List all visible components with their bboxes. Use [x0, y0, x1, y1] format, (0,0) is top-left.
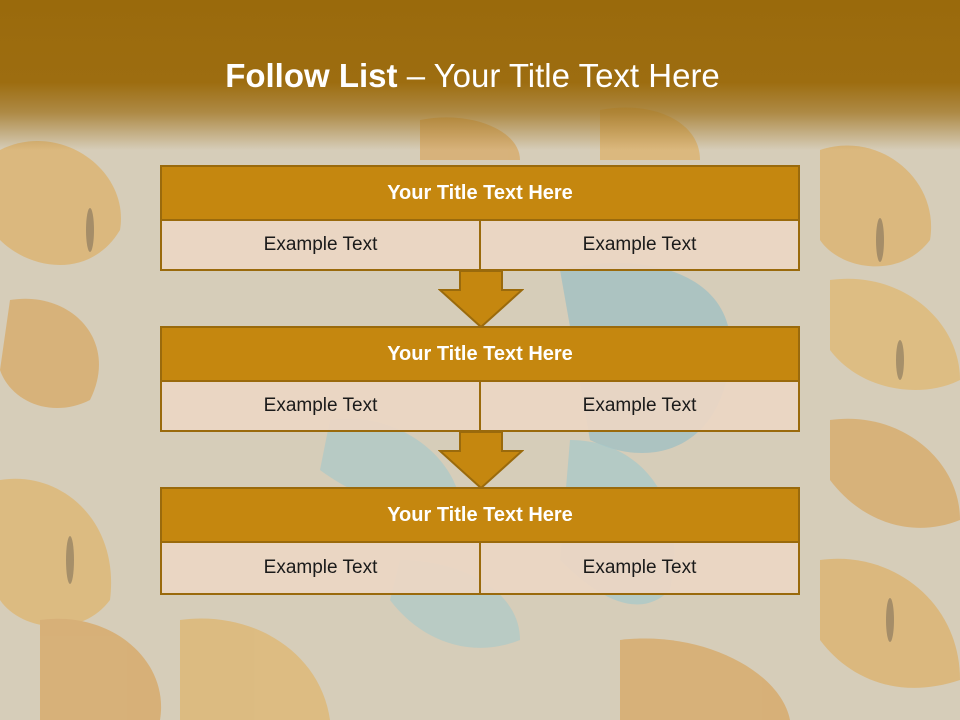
block-cell-right: Example Text [479, 543, 798, 593]
block-cell-left: Example Text [263, 557, 378, 578]
list-block-3: Your Title Text Here Example Text Exampl… [160, 487, 800, 595]
block-cell-right: Example Text [479, 382, 798, 430]
block-cell-right: Example Text [479, 221, 798, 269]
block-row: Example Text Example Text [160, 543, 800, 595]
slide-title-bold: Follow List [225, 57, 398, 94]
block-title: Your Title Text Here [160, 165, 800, 221]
slide-header-band [0, 0, 960, 150]
block-row: Example Text Example Text [160, 382, 800, 432]
block-title: Your Title Text Here [160, 326, 800, 382]
list-block-2: Your Title Text Here Example Text Exampl… [160, 326, 800, 432]
down-arrow-icon [438, 431, 524, 489]
block-title: Your Title Text Here [160, 487, 800, 543]
block-cell-left: Example Text [263, 234, 378, 255]
slide-title-rest: – Your Title Text Here [397, 57, 720, 94]
list-block-1: Your Title Text Here Example Text Exampl… [160, 165, 800, 271]
block-cell-left: Example Text [263, 395, 378, 416]
slide-title: Follow List – Your Title Text Here [0, 52, 945, 100]
block-row: Example Text Example Text [160, 221, 800, 271]
down-arrow-icon [438, 270, 524, 328]
